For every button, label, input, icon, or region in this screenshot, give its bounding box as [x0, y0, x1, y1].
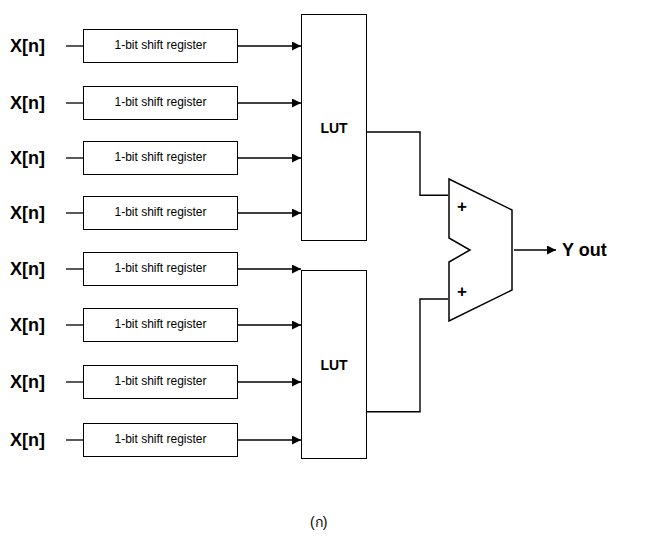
input-signal: X[n] [10, 93, 45, 114]
connector [238, 381, 301, 382]
register-label: 1-bit shift register [114, 262, 206, 275]
register-label: 1-bit shift register [114, 206, 206, 219]
shift-register-box: 1-bit shift register [83, 196, 238, 230]
shift-register-box: 1-bit shift register [83, 141, 238, 175]
input-signal: X[n] [10, 36, 45, 57]
connector [238, 268, 301, 269]
shift-register-box: 1-bit shift register [83, 365, 238, 399]
output-signal: Y out [562, 240, 607, 261]
input-signal: X[n] [10, 148, 45, 169]
shift-register-box: 1-bit shift register [83, 423, 238, 457]
lut-box: LUT [301, 270, 367, 459]
connector [238, 157, 301, 158]
connector [238, 439, 301, 440]
input-wires [66, 46, 83, 440]
register-label: 1-bit shift register [114, 96, 206, 109]
input-signal: X[n] [10, 372, 45, 393]
shift-register-box: 1-bit shift register [83, 252, 238, 286]
input-signal: X[n] [10, 203, 45, 224]
input-signal: X[n] [10, 259, 45, 280]
register-label: 1-bit shift register [114, 375, 206, 388]
lut-label: LUT [320, 357, 347, 373]
connector [238, 324, 301, 325]
connector [238, 102, 301, 103]
register-label: 1-bit shift register [114, 318, 206, 331]
shift-register-box: 1-bit shift register [83, 29, 238, 63]
register-label: 1-bit shift register [114, 433, 206, 446]
figure-tag: (ก) [310, 511, 327, 533]
plus-sign: + [457, 198, 467, 215]
output-arrow [514, 249, 556, 251]
connector [367, 132, 448, 195]
shift-register-box: 1-bit shift register [83, 86, 238, 120]
input-signal: X[n] [10, 315, 45, 336]
connector [238, 212, 301, 213]
lut-box: LUT [301, 14, 367, 241]
connector [367, 299, 448, 412]
input-signal: X[n] [10, 430, 45, 451]
connector [238, 45, 301, 46]
adder-block: ++ [448, 178, 514, 322]
register-label: 1-bit shift register [114, 151, 206, 164]
plus-sign: + [457, 283, 467, 300]
shift-register-box: 1-bit shift register [83, 308, 238, 342]
register-label: 1-bit shift register [114, 39, 206, 52]
lut-label: LUT [320, 120, 347, 136]
